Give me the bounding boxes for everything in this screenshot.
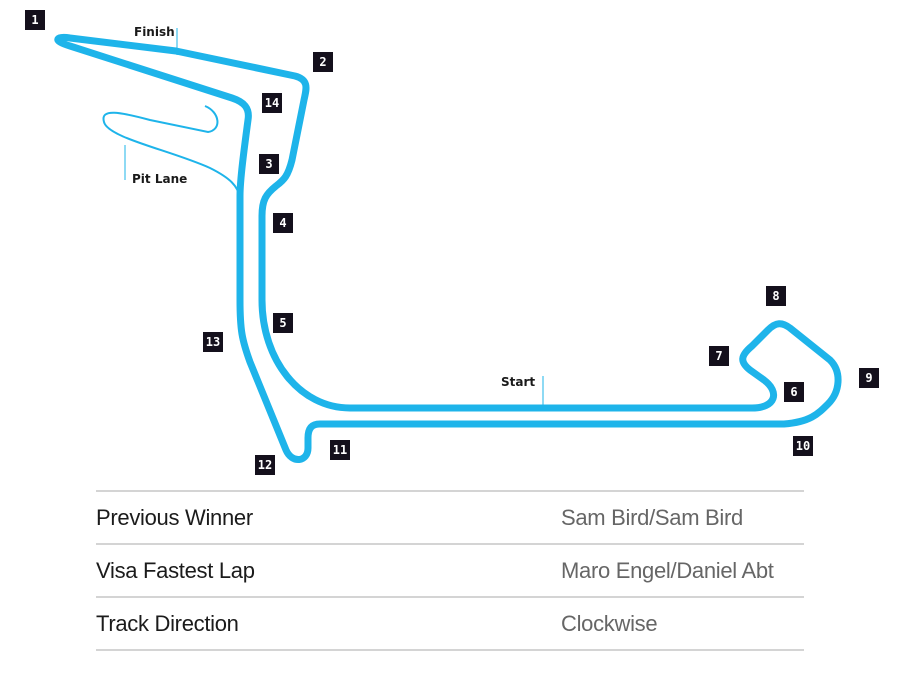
turn-marker-3: 3 <box>259 154 279 174</box>
info-row-fastest-lap: Visa Fastest Lap Maro Engel/Daniel Abt <box>96 543 804 596</box>
info-row-track-direction: Track Direction Clockwise <box>96 596 804 651</box>
turn-marker-4: 4 <box>273 213 293 233</box>
pit-lane-label: Pit Lane <box>132 172 188 186</box>
info-key: Previous Winner <box>96 504 253 530</box>
turn-marker-14: 14 <box>262 93 282 113</box>
circuit-info-table: Previous Winner Sam Bird/Sam Bird Visa F… <box>96 490 804 651</box>
info-row-previous-winner: Previous Winner Sam Bird/Sam Bird <box>96 490 804 543</box>
turn-marker-9: 9 <box>859 368 879 388</box>
turn-marker-8: 8 <box>766 286 786 306</box>
info-key: Visa Fastest Lap <box>96 557 255 583</box>
pit-lane <box>103 103 220 134</box>
turn-marker-7: 7 <box>709 346 729 366</box>
turn-marker-12: 12 <box>255 455 275 475</box>
finish-label: Finish <box>134 25 175 39</box>
turn-marker-11: 11 <box>330 440 350 460</box>
turn-marker-13: 13 <box>203 332 223 352</box>
turn-marker-5: 5 <box>273 313 293 333</box>
start-label: Start <box>501 375 536 389</box>
track-outline <box>54 34 842 463</box>
info-key: Track Direction <box>96 610 239 636</box>
info-value: Clockwise <box>561 610 658 636</box>
info-value: Sam Bird/Sam Bird <box>561 504 743 530</box>
turn-marker-10: 10 <box>793 436 813 456</box>
turn-marker-2: 2 <box>313 52 333 72</box>
turn-marker-6: 6 <box>784 382 804 402</box>
track-map <box>54 28 842 463</box>
info-value: Maro Engel/Daniel Abt <box>561 557 774 583</box>
turn-marker-1: 1 <box>25 10 45 30</box>
pit-lane-outline <box>102 105 241 199</box>
